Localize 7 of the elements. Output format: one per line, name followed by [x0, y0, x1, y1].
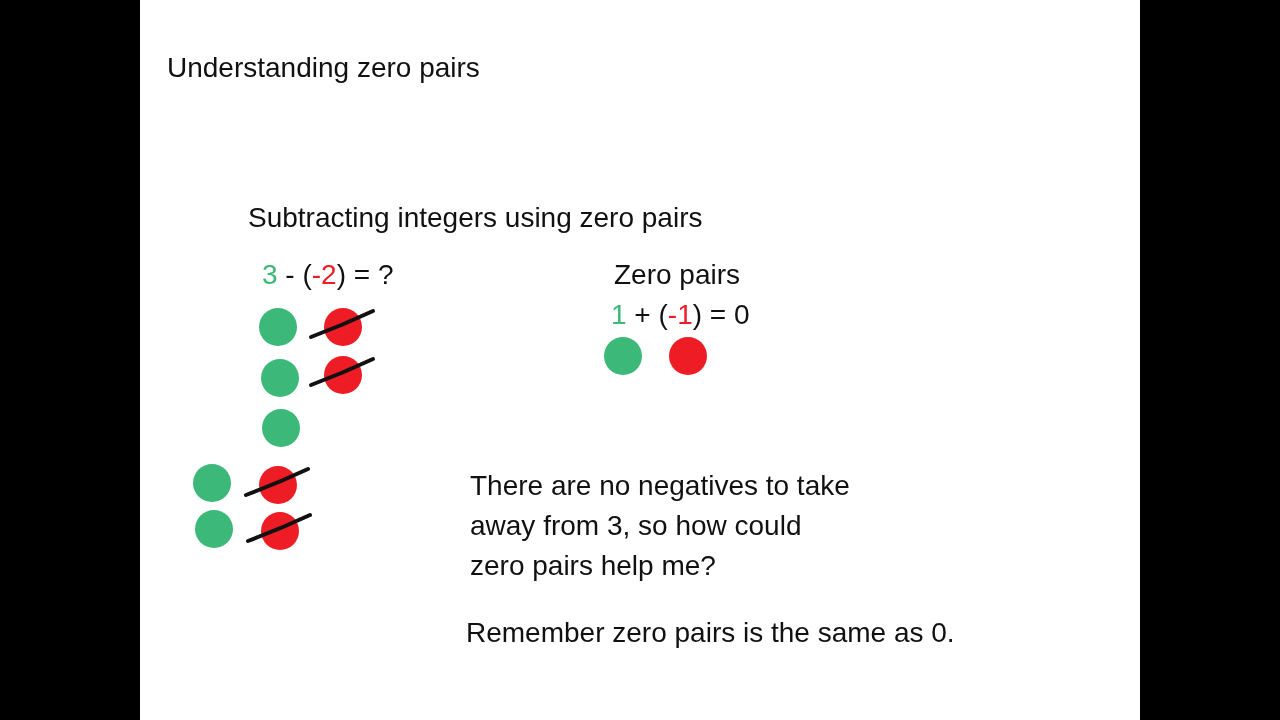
subheading: Zero pairs [614, 258, 741, 292]
equation: 1 + (-1) = 0 [611, 298, 750, 332]
slide-title: Understanding zero pairs [167, 51, 480, 85]
question-text: There are no negatives to take away from 3, so how could zero pairs help me? [470, 469, 850, 583]
note-text: Remember zero pairs is the same as 0. [466, 616, 955, 650]
subheading: Subtracting integers using zero pairs [248, 201, 703, 235]
equation: 3 - (-2) = ? [262, 258, 394, 292]
